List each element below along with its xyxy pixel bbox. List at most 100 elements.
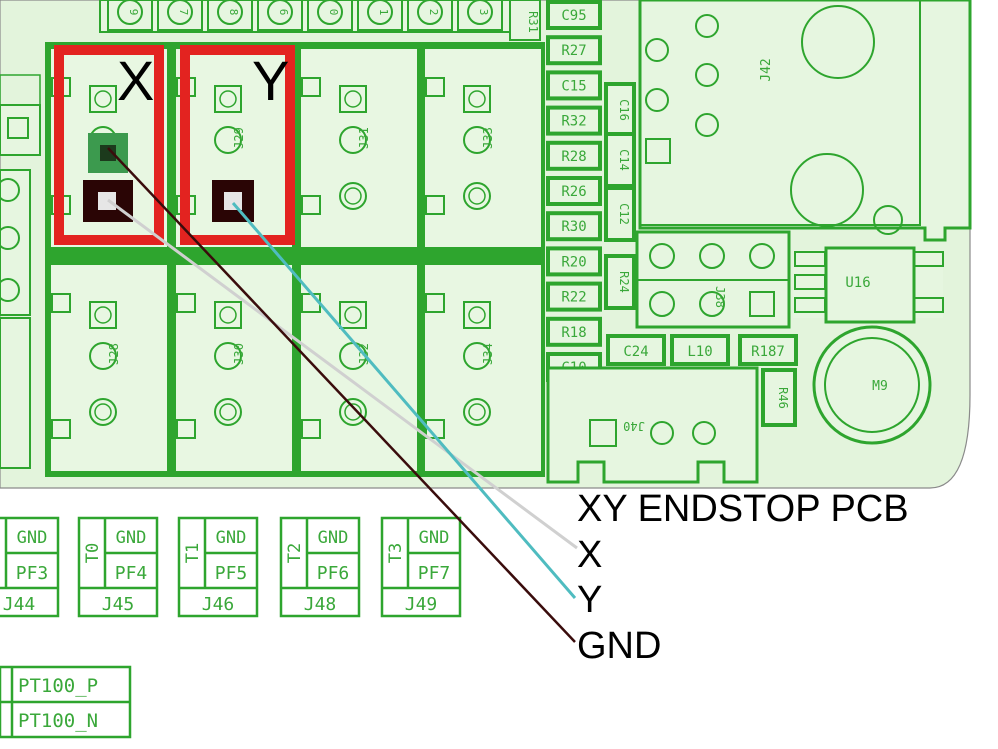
thermistor-j-label: J48 (304, 594, 337, 615)
pt100-n-label: PT100_N (18, 710, 98, 732)
passive-side-label: C14 (617, 149, 631, 171)
thermistor-t-label: T2 (285, 543, 305, 563)
top-pin-label: 6 (277, 9, 290, 16)
thermistor-gnd-label: GND (17, 528, 48, 548)
passive-label: R22 (561, 290, 586, 306)
left-edge-parts (0, 74, 41, 469)
annotation-x: X (577, 534, 602, 576)
top-pin-label: 3 (477, 9, 490, 16)
passive-side (604, 186, 636, 242)
thermistor-pf-label: PF5 (215, 563, 248, 584)
thermistor-pf-label: PF7 (418, 563, 451, 584)
j40-connector: J40 (546, 366, 759, 484)
passive-r30 (546, 211, 602, 242)
connector-label: J29 (232, 127, 246, 149)
passive-label: R26 (561, 184, 586, 200)
annotation-y: Y (577, 579, 602, 621)
thermistor-t-label: T0 (83, 543, 103, 563)
annotation-gnd: GND (577, 625, 661, 667)
connector-label: J30 (232, 343, 246, 365)
passive-side (604, 132, 636, 188)
thermistor-gnd-label: GND (419, 528, 450, 548)
passive-r26 (546, 176, 602, 206)
passive-label: R20 (561, 254, 586, 270)
x-endstop-label: X (117, 49, 154, 112)
thermistor-j-label: J46 (202, 594, 235, 615)
connector-label: J28 (107, 343, 121, 365)
passive-r20 (546, 246, 602, 277)
r31-label: R31 (526, 11, 540, 33)
passive-side-label: C12 (617, 203, 631, 225)
j42-connector: J42 (638, 0, 972, 242)
passive-bottom-label: L10 (687, 344, 712, 360)
j40-label: J40 (623, 419, 645, 433)
thermistor-j-label: J49 (405, 594, 438, 615)
passive-bottom-label: C24 (623, 344, 648, 360)
thermistor-t-label: T1 (183, 543, 203, 563)
passive-r28 (546, 140, 602, 171)
y-endstop-highlight (180, 45, 295, 245)
connector-label: J31 (357, 127, 371, 149)
passive-side (604, 254, 636, 310)
u16-label: U16 (845, 275, 870, 291)
passive-r18 (546, 316, 602, 347)
passive-side-label: C16 (617, 99, 631, 121)
gnd-wire (107, 147, 576, 643)
top-pin-label: 1 (377, 9, 390, 16)
top-pin-label: 8 (227, 9, 240, 16)
passive-label: C15 (561, 78, 586, 94)
connector-label: J34 (481, 343, 495, 365)
passive-side-label: R24 (617, 271, 631, 293)
x-endstop-highlight (54, 45, 164, 245)
m9-label: M9 (872, 379, 888, 394)
m9-mount: M9 (812, 325, 932, 445)
passive-label: R32 (561, 114, 586, 130)
passive-label: R27 (561, 43, 586, 59)
thermistor-t-label: T3 (386, 543, 406, 563)
pt100-block: PT100_P PT100_N (0, 665, 132, 739)
passive-bottom-label: R187 (751, 344, 785, 360)
j38-label: J38 (713, 286, 727, 308)
y-endstop-label: Y (252, 49, 289, 112)
top-pin-label: 9 (127, 9, 140, 16)
thermistor-pf-label: PF4 (115, 563, 148, 584)
passive-bottom (738, 334, 798, 366)
top-header: 9 7 8 6 0 1 2 3 R31 (99, 0, 541, 41)
thermistor-pf-label: PF3 (16, 563, 49, 584)
r46-label: R46 (776, 387, 790, 409)
passive-label: R30 (561, 219, 586, 235)
passive-c15 (546, 70, 602, 101)
thermistor-j-label: J44 (3, 594, 36, 615)
j38-header: J38 (635, 230, 791, 329)
thermistor-gnd-label: GND (216, 528, 247, 548)
thermistor-j-label: J45 (102, 594, 135, 615)
y-wire (231, 202, 577, 599)
passive-r27 (546, 35, 602, 66)
thermistor-pf-label: PF6 (317, 563, 350, 584)
annotation-title: XY ENDSTOP PCB (577, 488, 909, 530)
passive-bottom (670, 334, 730, 366)
top-pin-label: 2 (427, 9, 440, 16)
passive-label: R28 (561, 149, 586, 165)
pt100-p-label: PT100_P (18, 675, 98, 697)
u16-chip: U16 (793, 246, 944, 324)
passive-label: C95 (561, 8, 586, 24)
thermistor-gnd-label: GND (116, 528, 147, 548)
passive-bottom (606, 334, 666, 366)
r46 (761, 368, 797, 427)
j42-label: J42 (759, 58, 774, 81)
passive-r22 (546, 281, 602, 312)
passive-r32 (546, 105, 602, 136)
top-pin-label: 0 (327, 9, 340, 16)
x-wire (107, 198, 578, 550)
top-pin-label: 7 (177, 9, 190, 16)
thermistor-gnd-label: GND (318, 528, 349, 548)
passive-c95 (546, 0, 602, 30)
passive-label: R18 (561, 325, 586, 341)
